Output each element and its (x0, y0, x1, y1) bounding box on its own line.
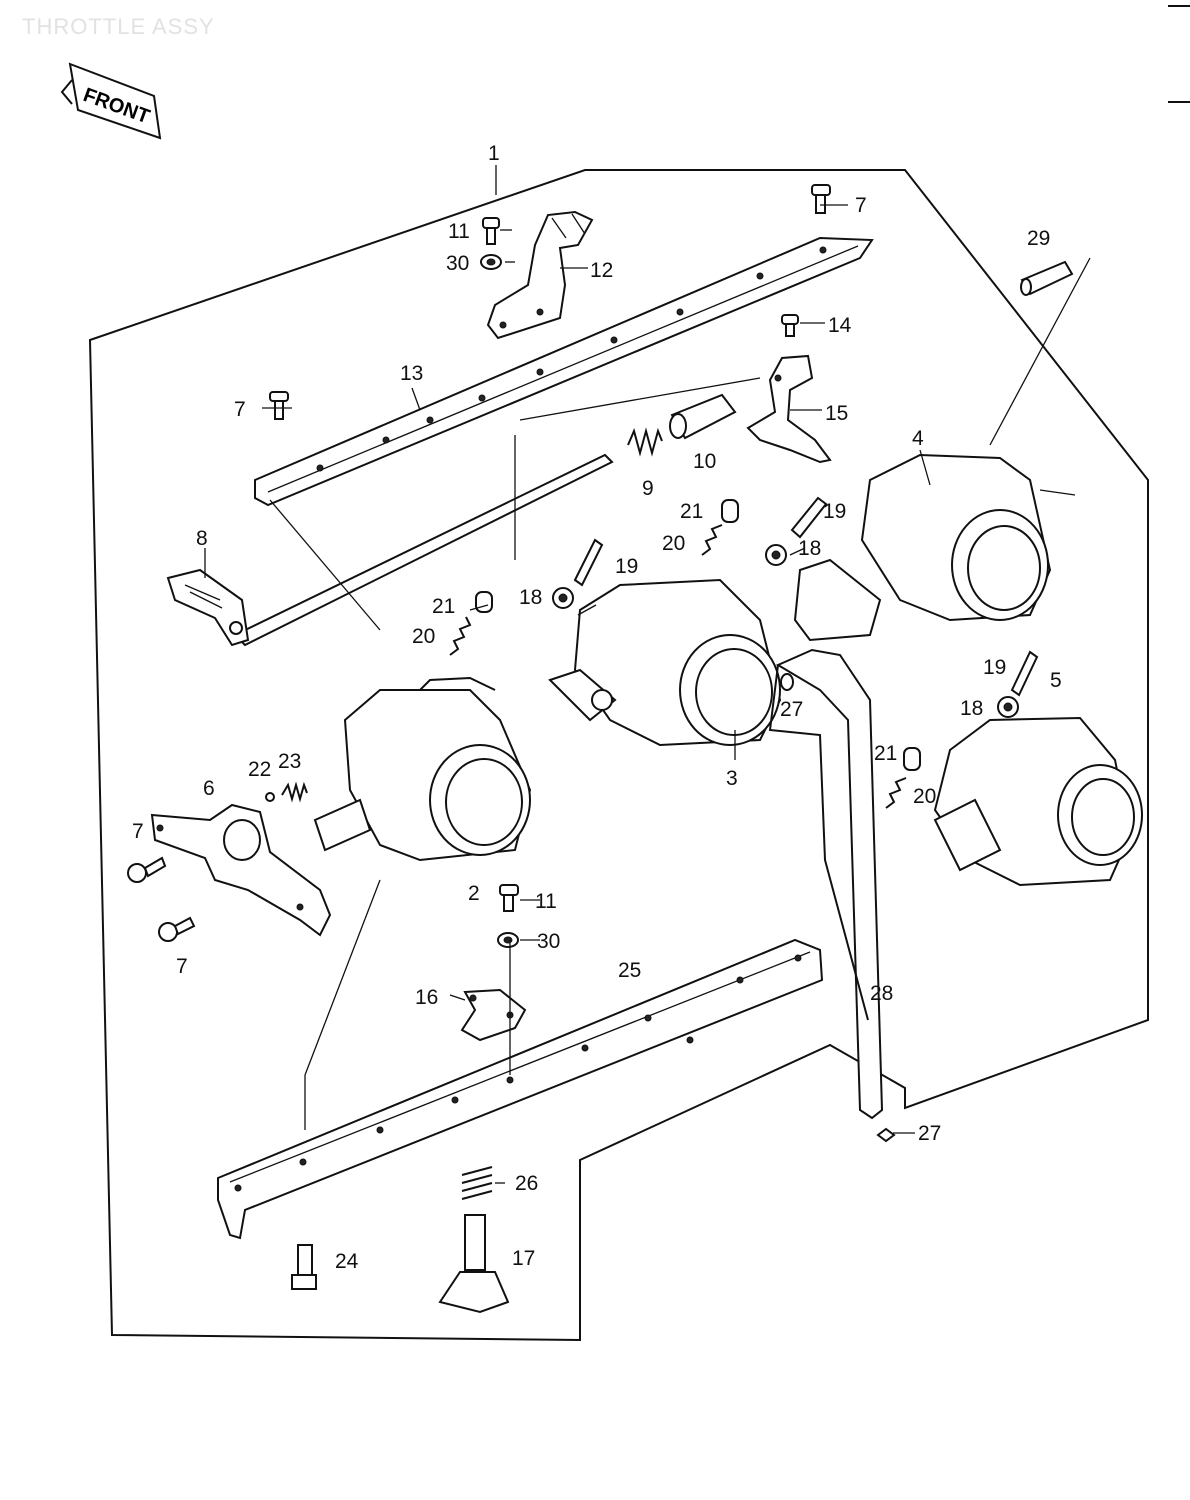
throttle-body-4 (793, 453, 1052, 642)
screw-7-left (269, 391, 289, 420)
callout-21b: 21 (680, 500, 703, 523)
leader-lines (204, 204, 1091, 1184)
callout-18b: 18 (798, 537, 821, 560)
callout-6: 6 (203, 777, 215, 800)
callout-12: 12 (590, 259, 613, 282)
cap-21c (903, 747, 921, 771)
callout-4: 4 (912, 427, 924, 450)
callout-7-lower-a: 7 (132, 820, 144, 843)
spring-9 (627, 427, 663, 457)
callout-22: 22 (248, 758, 271, 781)
callout-29: 29 (1027, 227, 1050, 250)
callout-25: 25 (618, 959, 641, 982)
callout-20c: 20 (913, 785, 936, 808)
callout-16: 16 (415, 986, 438, 1009)
front-badge: FRONT (60, 62, 162, 140)
screw-7-top-right (811, 184, 831, 214)
callout-11-lower: 11 (535, 890, 557, 913)
collar-10 (669, 393, 737, 440)
callout-28: 28 (870, 982, 893, 1005)
callout-19b: 19 (823, 500, 846, 523)
spring-20a (449, 616, 472, 656)
callout-27-lower: 27 (918, 1122, 941, 1145)
callout-7-top: 7 (855, 194, 867, 217)
callout-8: 8 (196, 527, 208, 550)
cap-21b (721, 499, 739, 523)
bracket-6 (150, 803, 332, 937)
assembly-boundary (88, 169, 1149, 1342)
callout-7-lower-b: 7 (176, 955, 188, 978)
bracket-16 (460, 988, 527, 1042)
idle-screw-19b (790, 496, 828, 539)
callout-18c: 18 (960, 697, 983, 720)
spring-26 (461, 1166, 493, 1200)
throttle-shaft (166, 453, 614, 647)
cap-21a (475, 591, 493, 613)
callout-9: 9 (642, 477, 654, 500)
callout-18a: 18 (519, 586, 542, 609)
nut-18a (552, 587, 574, 609)
pin-29 (1020, 260, 1074, 296)
spring-23 (281, 781, 308, 803)
screw-7-lower-a (127, 856, 167, 883)
diagram-title: THROTTLE ASSY (22, 14, 215, 39)
screw-11-lower (497, 884, 519, 948)
callout-19a: 19 (615, 555, 638, 578)
throttle-body-2 (313, 676, 532, 862)
callout-5: 5 (1050, 669, 1062, 692)
callout-21a: 21 (432, 595, 455, 618)
vent-pipe-28 (768, 648, 896, 1143)
idle-screw-19c (1010, 650, 1039, 697)
callout-11-top: 11 (448, 220, 470, 243)
callout-7-left: 7 (234, 398, 246, 421)
callout-24: 24 (335, 1250, 359, 1273)
callout-30-top: 30 (446, 252, 469, 275)
callout-20b: 20 (662, 532, 685, 555)
bolt-24 (291, 1244, 317, 1290)
callout-1: 1 (488, 142, 500, 165)
idle-adjust-knob-17 (438, 1214, 510, 1314)
screw-11-top (480, 217, 502, 270)
nut-18b (765, 544, 787, 566)
callout-13: 13 (400, 362, 423, 385)
callout-17: 17 (512, 1247, 535, 1270)
idle-screw-19a (573, 538, 604, 587)
screw-7-lower-b (158, 916, 196, 942)
spring-20c (885, 777, 907, 809)
callout-labels: 1 2 3 4 5 6 7 7 7 7 8 9 10 11 11 12 13 1… (132, 142, 1062, 1273)
throttle-body-3 (548, 578, 782, 747)
callout-10: 10 (693, 450, 716, 473)
bracket-12 (486, 210, 594, 340)
callout-21c: 21 (874, 742, 897, 765)
link-lever-15 (746, 354, 832, 464)
screw-14 (781, 314, 799, 337)
throttle-body-5 (933, 716, 1143, 887)
callout-15: 15 (825, 402, 848, 425)
callout-14: 14 (828, 314, 852, 337)
upper-link-plate (254, 236, 874, 507)
callout-27-upper: 27 (780, 698, 803, 721)
lower-plate-25 (217, 938, 824, 1240)
callout-19c: 19 (983, 656, 1006, 679)
nut-18c (997, 696, 1019, 718)
spring-20b (701, 524, 723, 556)
callout-30-lower: 30 (537, 930, 560, 953)
callout-3: 3 (726, 767, 738, 790)
callout-20a: 20 (412, 625, 435, 648)
ball-22 (265, 792, 275, 802)
callout-23: 23 (278, 750, 301, 773)
callout-2: 2 (468, 882, 480, 905)
callout-26: 26 (515, 1172, 538, 1195)
